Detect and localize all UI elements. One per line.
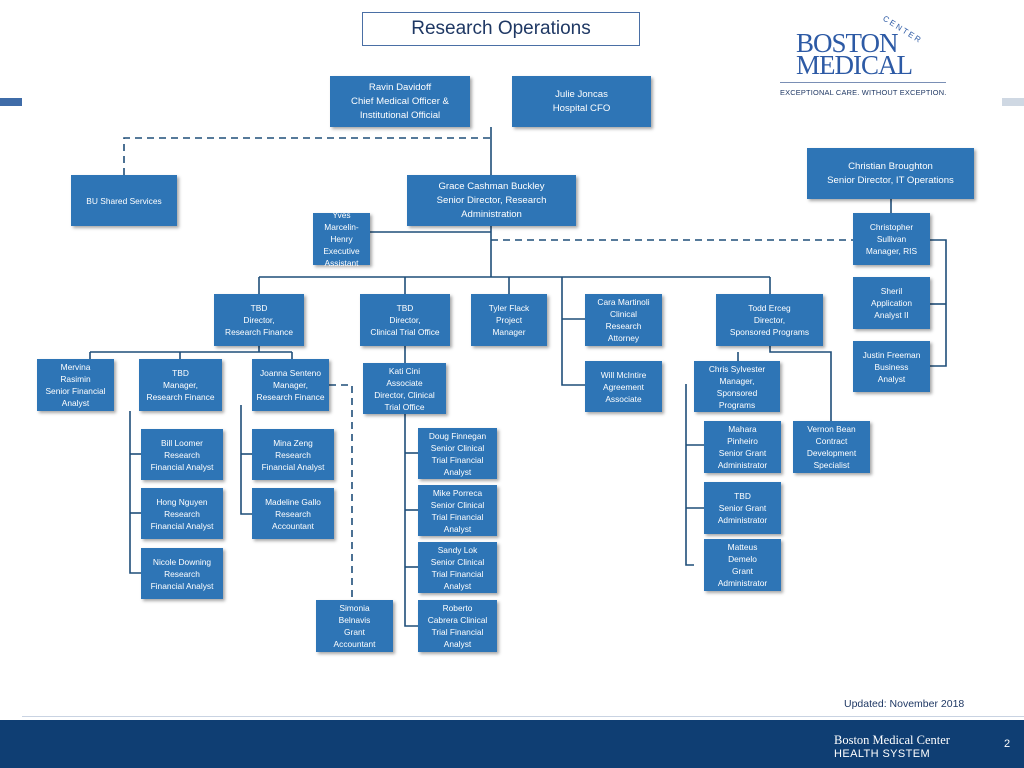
org-box-bu-shared-services: BU Shared Services (71, 175, 177, 226)
dashed-connectors (123, 137, 853, 600)
org-box-ravin-davidoff: Ravin Davidoff Chief Medical Officer & I… (330, 76, 470, 127)
logo-rule (780, 82, 946, 83)
solid-connectors (89, 127, 947, 627)
connector (240, 405, 252, 515)
org-box-tbd-director-research-finance: TBD Director, Research Finance (214, 294, 304, 346)
org-box-mervina-rasimin: Mervina Rasimin Senior Financial Analyst (37, 359, 114, 411)
org-box-christian-broughton: Christian Broughton Senior Director, IT … (807, 148, 974, 199)
org-box-cara-martinoli: Cara Martinoli Clinical Research Attorne… (585, 294, 662, 346)
org-box-tbd-manager-research-finance: TBD Manager, Research Finance (139, 359, 222, 411)
right-edge-tab (1002, 98, 1024, 106)
connector (930, 239, 947, 367)
page-number: 2 (1004, 738, 1011, 750)
org-box-bill-loomer: Bill Loomer Research Financial Analyst (141, 429, 223, 480)
org-box-madeline-gallo: Madeline Gallo Research Accountant (252, 488, 334, 539)
org-box-yves-marcelin-henry: Yves Marcelin- Henry Executive Assistant (313, 210, 370, 268)
org-box-grace-cashman-buckley: Grace Cashman Buckley Senior Director, R… (407, 175, 576, 226)
boston-medical-logo: CENTER BOSTON MEDICAL EXCEPTIONAL CARE. … (780, 14, 950, 104)
org-box-doug-finnegan: Doug Finnegan Senior Clinical Trial Fina… (418, 428, 497, 479)
footer-divider (22, 716, 1024, 717)
logo-tagline: EXCEPTIONAL CARE. WITHOUT EXCEPTION. (780, 88, 947, 97)
org-box-mina-zeng: Mina Zeng Research Financial Analyst (252, 429, 334, 480)
connector (404, 414, 418, 627)
org-box-todd-erceg: Todd Erceg Director, Sponsored Programs (716, 294, 823, 346)
connector (685, 384, 694, 566)
org-box-simonia-belnavis: Simonia Belnavis Grant Accountant (316, 600, 393, 652)
logo-medical-text: MEDICAL (796, 50, 913, 80)
org-box-vernon-bean: Vernon Bean Contract Development Special… (793, 421, 870, 473)
org-chart-connectors (89, 127, 947, 627)
logo-boston-text: BOSTON (796, 28, 899, 58)
footer-org-subtitle: HEALTH SYSTEM (834, 748, 931, 760)
org-box-tbd-senior-grant-administrator: TBD Senior Grant Administrator (704, 482, 781, 534)
org-box-matteus-demelo: Matteus Demelo Grant Administrator (704, 539, 781, 591)
org-box-nicole-downing: Nicole Downing Research Financial Analys… (141, 548, 223, 599)
connector (561, 277, 585, 386)
org-box-roberto-cabrera: Roberto Cabrera Clinical Trial Financial… (418, 600, 497, 652)
footer-org-name: Boston Medical Center (834, 733, 950, 747)
org-box-will-mcintire: Will McIntire Agreement Associate (585, 361, 662, 412)
org-box-chris-sylvester: Chris Sylvester Manager, Sponsored Progr… (694, 361, 780, 412)
org-box-sandy-lok: Sandy Lok Senior Clinical Trial Financia… (418, 542, 497, 593)
org-box-sheril: Sheril Application Analyst II (853, 277, 930, 329)
connector (129, 411, 141, 574)
footer-bar (0, 720, 1024, 768)
org-box-mike-porreca: Mike Porreca Senior Clinical Trial Finan… (418, 485, 497, 536)
org-box-julie-joncas: Julie Joncas Hospital CFO (512, 76, 651, 127)
org-box-christopher-sullivan: Christopher Sullivan Manager, RIS (853, 213, 930, 265)
org-box-justin-freeman: Justin Freeman Business Analyst (853, 341, 930, 392)
left-edge-tab (0, 98, 22, 106)
dashed-connector (123, 137, 491, 175)
updated-date: Updated: November 2018 (844, 698, 965, 710)
org-box-mahara-pinheiro: Mahara Pinheiro Senior Grant Administrat… (704, 421, 781, 473)
org-box-joanna-senteno: Joanna Senteno Manager, Research Finance (252, 359, 329, 411)
page-title: Research Operations (362, 12, 640, 46)
org-box-hong-nguyen: Hong Nguyen Research Financial Analyst (141, 488, 223, 539)
org-box-kati-cini: Kati Cini Associate Director, Clinical T… (363, 363, 446, 414)
org-box-tyler-flack: Tyler Flack Project Manager (471, 294, 547, 346)
connector (769, 346, 832, 421)
org-box-tbd-director-clinical-trial-office: TBD Director, Clinical Trial Office (360, 294, 450, 346)
